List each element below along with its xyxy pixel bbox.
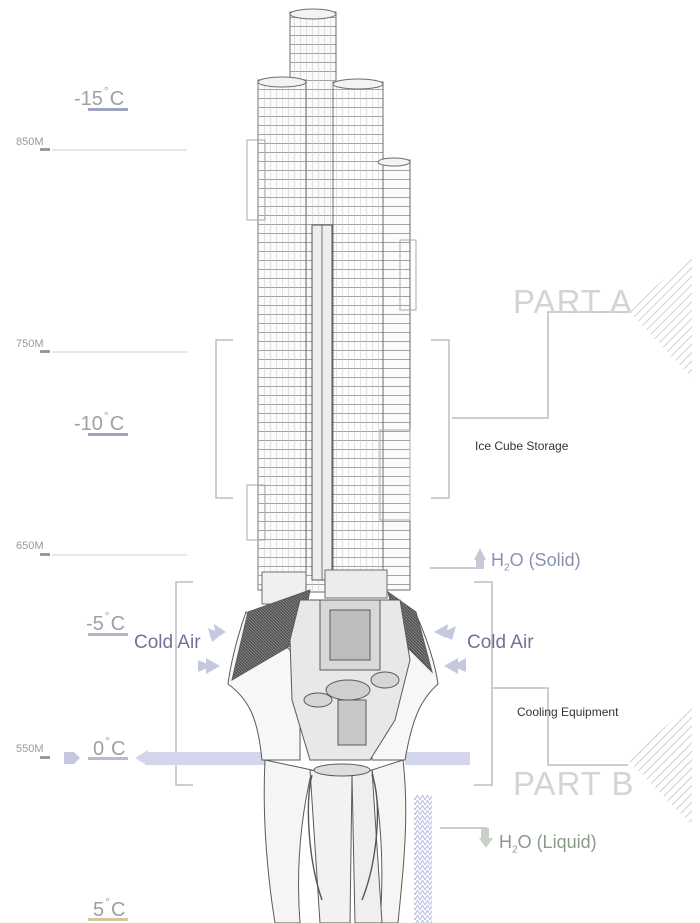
part-a-label: PART A	[513, 283, 633, 320]
temp-underline-minus15	[88, 108, 128, 111]
part-b-connector	[493, 687, 628, 766]
cooling-equipment-label: Cooling Equipment	[517, 705, 619, 719]
h2o-liquid-label: H2O (Liquid)	[499, 832, 597, 856]
air-band-left	[145, 752, 265, 765]
temp-label-minus10: -10°C	[74, 409, 125, 435]
tower-shafts	[246, 8, 417, 605]
part-b-hatch	[628, 703, 692, 825]
altitude-650: 650M	[16, 540, 44, 552]
altitude-550-tick	[40, 756, 50, 759]
liquid-down-arrow	[479, 838, 493, 848]
part-a-hatch	[628, 255, 692, 378]
air-band-left-arrowhead	[135, 750, 148, 766]
cold-air-arrows-right	[434, 624, 466, 674]
temp-label-0: 0°C	[93, 734, 126, 760]
altitude-850: 850M	[16, 136, 44, 148]
air-band-right	[405, 752, 470, 765]
altitude-750-tick	[40, 350, 50, 353]
cold-air-arrows-left	[198, 624, 226, 674]
temp-label-minus15: -15°C	[74, 84, 125, 110]
cooling-body	[227, 589, 439, 923]
altitude-750: 750M	[16, 338, 44, 350]
storage-bracket-left	[215, 339, 233, 499]
h2o-solid-label: H2O (Solid)	[491, 550, 581, 574]
ice-cube-storage-label: Ice Cube Storage	[475, 439, 569, 453]
altitude-550: 550M	[16, 743, 44, 755]
altitude-850-tick	[40, 148, 50, 151]
temp-label-minus5: -5°C	[86, 609, 126, 635]
temp-label-5: 5°C	[93, 895, 126, 921]
part-a-connector	[452, 311, 628, 419]
rising-air-column	[414, 795, 432, 923]
temp-underline-minus5	[88, 633, 128, 636]
temp-underline-0	[88, 757, 128, 760]
cooling-bracket-right	[474, 581, 493, 786]
part-b-label: PART B	[513, 765, 635, 802]
cold-air-right-label: Cold Air	[467, 632, 534, 653]
cold-air-left-label: Cold Air	[134, 632, 201, 653]
temp-underline-5	[88, 918, 128, 921]
altitude-650-tick	[40, 553, 50, 556]
cooling-bracket-left	[175, 581, 193, 786]
air-inlet-arrow	[64, 752, 80, 764]
temp-underline-minus10	[88, 433, 128, 436]
storage-bracket-right	[431, 339, 450, 499]
